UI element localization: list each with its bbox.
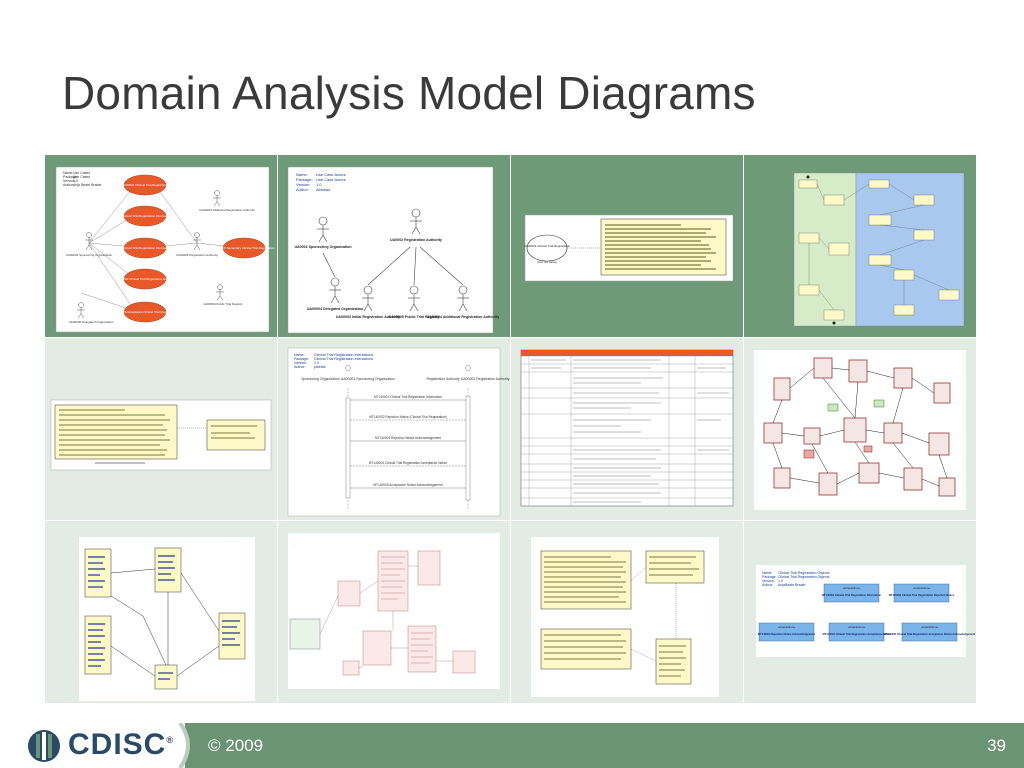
lifeline-label: Sponsoring Organization UA00001 Sponsori…: [301, 377, 395, 381]
use-case-label: UC00001 Clinical Trial Registration: [122, 183, 169, 187]
actor-label: UA00003 Initial Registration Authority: [336, 315, 400, 319]
page-number: 39: [987, 736, 1006, 755]
use-case-oval: [123, 174, 167, 196]
actor-label: UA00005 Public Trial Registry: [389, 315, 440, 319]
meta-label: Version:: [762, 579, 775, 583]
meta-value: Clinical Trial Registration Interactions: [314, 357, 373, 361]
meta-value: Abhaski: [316, 187, 330, 192]
cell-class-diamond: [45, 521, 277, 703]
meta-value: Use Case Actors: [316, 177, 346, 182]
meta-author-value: Anja Beate Brader: [73, 183, 102, 187]
object-label: MT140005 Clinical Trial Registration Acc…: [884, 632, 976, 636]
cell-class-network: [744, 338, 976, 520]
object-label: MT140002 Clinical Trial Registration Rej…: [889, 593, 955, 597]
use-case-oval: [123, 205, 167, 227]
meta-package-value: Use Cases: [73, 175, 90, 179]
diagram-grid: Name: Use Cases Package: Use Cases Versi…: [45, 155, 977, 707]
meta-label: Package:: [762, 575, 777, 579]
cell-class-uml: . . . . . . . .: [278, 521, 510, 703]
meta-label: Author:: [762, 583, 773, 587]
footer-curve-icon: [168, 723, 190, 768]
actor-label: UA00002 Registration Authority: [176, 253, 218, 257]
meta-value: 1.0: [778, 579, 783, 583]
message-label: MT140003 Rejection Notice Acknowledgemen…: [375, 436, 441, 440]
meta-label: Version:: [294, 361, 307, 365]
meta-label: Version:: [296, 182, 310, 187]
svg-text:. . . .: . . . .: [292, 540, 296, 542]
logo-wordmark: CDISC: [68, 728, 167, 761]
meta-label: Name:: [296, 172, 308, 177]
use-case-oval: [123, 237, 167, 259]
meta-value: Clinical Trial Registration Objects: [778, 571, 830, 575]
message-label: MT140001 Clinical Trial Registration Inf…: [374, 395, 442, 399]
cell-object-diagram: Name: Clinical Trial Registration Objects…: [744, 521, 976, 703]
svg-text:. . . .: . . . .: [292, 544, 296, 546]
meta-label: Name:: [294, 353, 305, 357]
meta-version-label: Version:: [63, 179, 76, 183]
use-case-oval: [123, 268, 167, 290]
use-case-label: UA00001 Clinical Trial Registration: [524, 244, 571, 248]
actor-label: UA00005 Delegated Organization: [69, 320, 114, 324]
slide-title: Domain Analysis Model Diagrams: [62, 67, 756, 119]
lifeline-label: Registration Authority UA00002 Registrat…: [426, 377, 509, 381]
object-label: MT140001 Clinical Trial Registration Inf…: [822, 593, 882, 597]
use-case-oval: [222, 237, 266, 259]
use-case-label: UC00002 Clinical Trial Registration Info…: [109, 214, 182, 218]
meta-value: 1.0: [316, 182, 322, 187]
use-case-label: UC00005 Acceptance Clinical Trial Regist…: [114, 310, 177, 314]
cdisc-logo-text: CDISC®: [68, 728, 174, 762]
use-case-label: UC00006 Secondary Clinical Trial Registr…: [213, 246, 275, 250]
message-label: MT140002 Rejection Notice (Clinical Tria…: [369, 415, 446, 419]
stereotype: «Interaction»: [921, 625, 939, 629]
meta-value: AnjaBeate Brader: [778, 583, 806, 587]
meta-label: Package:: [294, 357, 309, 361]
actor-label: UA00004 Additional Registration Authorit…: [427, 315, 499, 319]
use-case-oval: [123, 301, 167, 323]
meta-name-value: Use Cases: [73, 171, 90, 175]
cell-use-case-actors: Name: Use Case Actors Package:Use Case Ac…: [278, 155, 510, 337]
cell-class-notes-2: [511, 521, 743, 703]
stereotype: «Interaction»: [778, 625, 796, 629]
actor-label: UA00004 Delegated Organization: [307, 307, 363, 311]
logo-registered-mark: ®: [166, 735, 174, 745]
meta-value: ptkeats: [314, 365, 326, 369]
cell-use-cases: Name: Use Cases Package: Use Cases Versi…: [45, 155, 277, 337]
stereotype: «Interaction»: [843, 586, 861, 590]
meta-package-label: Package:: [63, 175, 78, 179]
stereotype: «Interaction»: [848, 625, 866, 629]
meta-value: Use Case Actors: [316, 172, 346, 177]
stereotype: «Interaction»: [913, 586, 931, 590]
use-case-label: UC00004 Clinical Trial Registration Requ…: [116, 277, 175, 281]
message-label: MT140004 Clinical Trial Registration Acc…: [369, 461, 448, 465]
meta-value: Clinical Trial Registration Interactions: [314, 353, 373, 357]
meta-version-value: 1.0: [73, 179, 78, 183]
meta-value: Clinical Trial Registration Objects: [778, 575, 830, 579]
actor-label: UA0001 Sponsoring Organization: [294, 245, 351, 249]
actor-label: UA00004 Public Trial Registry: [203, 302, 243, 306]
footer-copyright: © 2009: [208, 736, 264, 755]
meta-label: Package:: [296, 177, 313, 182]
cdisc-logo-icon: [28, 730, 60, 762]
cell-data-table: [511, 338, 743, 520]
object-label: MT140004 Clinical Trial Registration Acc…: [822, 632, 891, 636]
meta-value: 1.0: [314, 361, 319, 365]
actor-label: UA0002 Registration Authority: [390, 238, 442, 242]
cell-use-case-detail: UA00001 Clinical Trial Registration (fro…: [511, 155, 743, 337]
use-case-label: UC00003 Clinical Trial Registration Info…: [109, 246, 182, 250]
meta-label: Author:: [296, 187, 309, 192]
meta-author-label: Author:: [63, 183, 74, 187]
meta-name-label: Name:: [63, 171, 73, 175]
actor-label: UA00001 Sponsoring Organization: [66, 253, 113, 257]
cell-class-notes: [45, 338, 277, 520]
object-label: MT140003 Rejection Notice Acknowledgemen…: [758, 632, 815, 636]
meta-label: Author:: [294, 365, 306, 369]
meta-label: Name:: [762, 571, 772, 575]
use-case-sub: (from Use Cases): [537, 261, 557, 264]
cell-sequence-diagram: Name: Clinical Trial Registration Interac…: [278, 338, 510, 520]
actor-label: UA00003 Additional Registration Authorit…: [199, 208, 255, 212]
cell-activity-diagram: [744, 155, 976, 337]
message-label: MT140005 Acceptance Notice Acknowledgeme…: [373, 483, 442, 487]
